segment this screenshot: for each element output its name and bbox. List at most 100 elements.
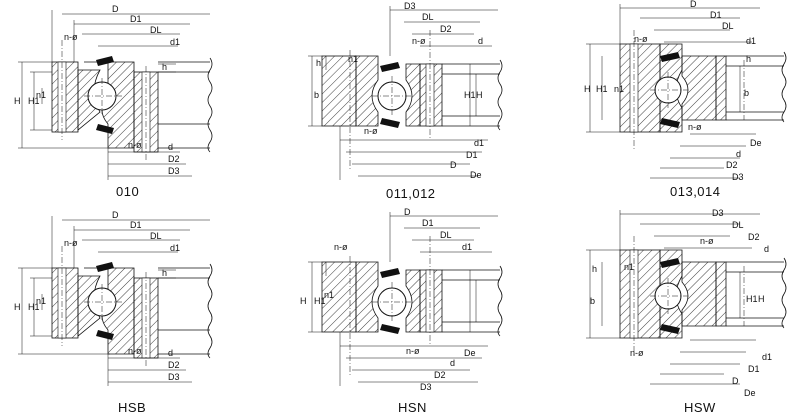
dim-nphi-bottom: n-ø (128, 140, 142, 150)
dim-H: H (476, 90, 483, 100)
dim-d1: d1 (746, 36, 756, 46)
dim-D1: D1 (710, 10, 722, 20)
dim-H: H (584, 84, 591, 94)
dim-DL: DL (440, 230, 452, 240)
dim-D1: D1 (130, 220, 142, 230)
dim-D1: D1 (130, 14, 142, 24)
dim-D: D (690, 0, 697, 9)
dim-D2: D2 (726, 160, 738, 170)
dim-D3: D3 (404, 1, 416, 11)
dim-h: h (746, 54, 751, 64)
dim-De: De (464, 348, 476, 358)
dim-d: d (168, 142, 173, 152)
labels-011-012: D3 DL D2 d n-ø n1 h b H1 H n-ø d1 D1 D D… (314, 1, 484, 180)
dim-h: h (316, 58, 321, 68)
dim-d: d (168, 348, 173, 358)
dim-d1: d1 (762, 352, 772, 362)
dim-DL: DL (150, 25, 162, 35)
section-010 (17, 9, 213, 181)
dim-b: b (744, 88, 749, 98)
dim-DL: DL (422, 12, 434, 22)
dim-D: D (404, 207, 411, 217)
dim-nphi: n-ø (634, 34, 648, 44)
dim-D: D (112, 4, 119, 14)
caption-010: 010 (116, 184, 140, 199)
dim-D2: D2 (434, 370, 446, 380)
dim-b: b (590, 296, 595, 306)
dim-nphi: n-ø (334, 242, 348, 252)
dim-n1: n1 (614, 84, 624, 94)
dim-nphi-bottom: n-ø (688, 122, 702, 132)
dim-D1: D1 (466, 150, 478, 160)
caption-013-014: 013,014 (670, 184, 721, 199)
dim-De: De (750, 138, 762, 148)
dim-d: d (478, 36, 483, 46)
dim-D3: D3 (712, 208, 724, 218)
dim-D2: D2 (440, 24, 452, 34)
dim-H1: H1 (314, 296, 326, 306)
dim-n1: n1 (36, 90, 46, 100)
dim-H: H (758, 294, 765, 304)
dim-nphi-bottom: n-ø (630, 348, 644, 358)
dim-d1: d1 (462, 242, 472, 252)
dim-nphi-bottom: n-ø (364, 126, 378, 136)
labels-010: D D1 DL d1 n-ø h H H1 n1 n-ø d D2 D3 (14, 4, 180, 176)
dim-H: H (14, 302, 21, 312)
caption-hsn: HSN (398, 400, 427, 415)
dim-b: b (314, 90, 319, 100)
dim-DL: DL (732, 220, 744, 230)
dim-nphi-bottom: n-ø (406, 346, 420, 356)
section-hsn (307, 211, 503, 387)
dim-D2: D2 (748, 232, 760, 242)
labels-013-014: D D1 DL d1 n-ø h H H1 n1 b n-ø De d D2 D… (584, 0, 762, 182)
dim-D3: D3 (168, 166, 180, 176)
dim-nphi: n-ø (64, 238, 78, 248)
dim-d: d (736, 149, 741, 159)
dim-nphi: n-ø (700, 236, 714, 246)
dim-h: h (162, 268, 167, 278)
dim-H: H (14, 96, 21, 106)
dim-H1: H1 (28, 302, 40, 312)
dim-n1: n1 (624, 262, 634, 272)
dim-D3: D3 (732, 172, 744, 182)
labels-hsw: D3 DL D2 d n-ø n1 h b H1 H n-ø d1 D1 D D… (590, 208, 772, 398)
labels-hsn: D D1 DL d1 n-ø H1 H n1 n-ø De d D2 D3 (300, 207, 476, 392)
dim-D2: D2 (168, 154, 180, 164)
dim-De: De (470, 170, 482, 180)
dim-D3: D3 (168, 372, 180, 382)
labels-hsb: D D1 DL d1 n-ø h H H1 n1 n-ø d D2 D3 (14, 210, 180, 382)
dim-D3: D3 (420, 382, 432, 392)
dim-D: D (732, 376, 739, 386)
dim-nphi: n-ø (64, 32, 78, 42)
dim-De: De (744, 388, 756, 398)
dim-n1: n1 (324, 290, 334, 300)
dim-n1: n1 (36, 296, 46, 306)
dim-d: d (450, 358, 455, 368)
dim-D: D (450, 160, 457, 170)
dim-H1: H1 (746, 294, 758, 304)
dim-H1: H1 (596, 84, 608, 94)
dim-H: H (300, 296, 307, 306)
caption-011-012: 011,012 (386, 186, 436, 201)
dim-d1: d1 (474, 138, 484, 148)
dim-h: h (592, 264, 597, 274)
dim-H1: H1 (464, 90, 476, 100)
dim-d: d (764, 244, 769, 254)
dim-DL: DL (722, 21, 734, 31)
dim-n1: n1 (348, 54, 358, 64)
caption-hsb: HSB (118, 400, 147, 415)
dim-h: h (162, 62, 167, 72)
caption-hsw: HSW (684, 400, 716, 415)
dim-DL: DL (150, 231, 162, 241)
dim-nphi-bottom: n-ø (128, 346, 142, 356)
dim-d1: d1 (170, 37, 180, 47)
dim-nphi: n-ø (412, 36, 426, 46)
dim-D1: D1 (748, 364, 760, 374)
dim-D: D (112, 210, 119, 220)
dim-D1: D1 (422, 218, 434, 228)
dim-D2: D2 (168, 360, 180, 370)
dim-d1: d1 (170, 243, 180, 253)
dim-H1: H1 (28, 96, 40, 106)
